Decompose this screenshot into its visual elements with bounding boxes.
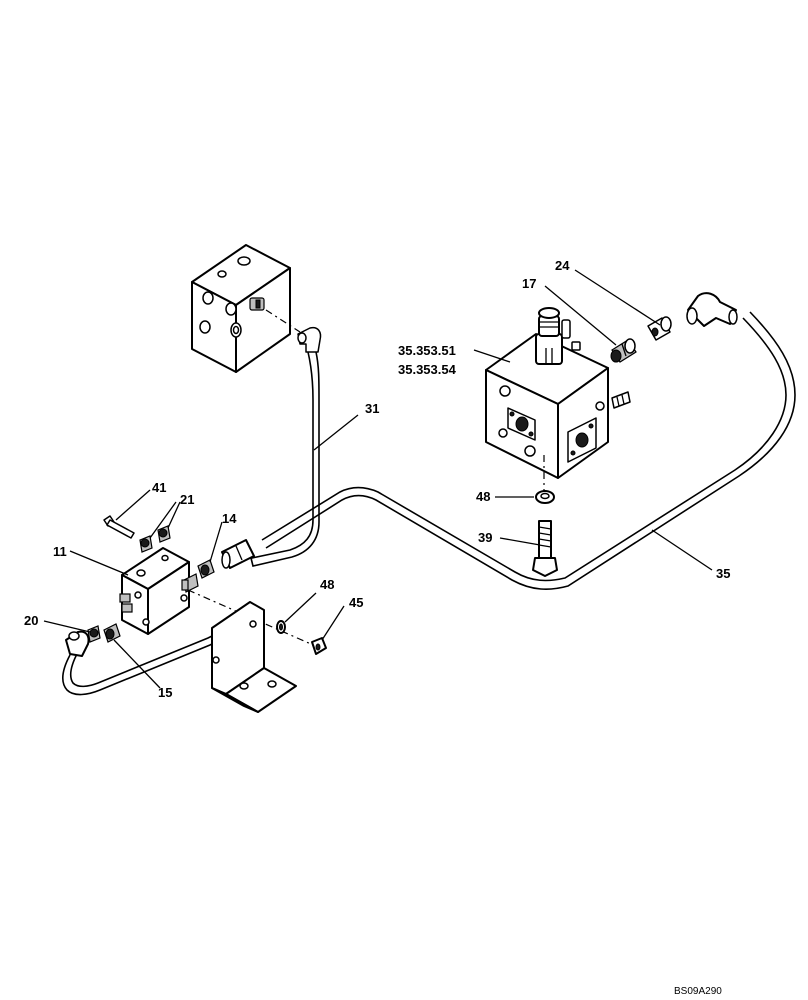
mounting-bracket xyxy=(211,601,297,713)
leader-lines xyxy=(43,269,713,689)
washer-48-upper xyxy=(535,490,555,504)
fitting-17 xyxy=(610,338,637,363)
callout-21: 21 xyxy=(180,492,194,507)
hose-31-end-fitting xyxy=(221,539,255,569)
upper-block-fitting xyxy=(249,297,265,311)
callout-31: 31 xyxy=(365,401,379,416)
callout-48-upper: 48 xyxy=(476,489,490,504)
callout-35-353-54: 35.353.54 xyxy=(398,362,457,377)
callout-15: 15 xyxy=(158,685,172,700)
valve-block-11 xyxy=(121,547,190,635)
callout-11: 11 xyxy=(53,544,67,559)
callout-45: 45 xyxy=(349,595,363,610)
hose-31 xyxy=(249,351,320,567)
fitting-21-b xyxy=(157,525,171,543)
hose-35 xyxy=(261,311,796,590)
elbow-fitting-24 xyxy=(686,292,738,327)
upper-elbow-fitting xyxy=(297,326,322,353)
callout-39: 39 xyxy=(478,530,492,545)
bolt-41 xyxy=(103,515,135,539)
bolt-39 xyxy=(532,520,558,577)
callout-24: 24 xyxy=(555,258,570,273)
callout-35-353-51: 35.353.51 xyxy=(398,343,456,358)
valve-top-sensor xyxy=(535,307,571,365)
fitting-15 xyxy=(103,623,121,643)
valve-side-barb xyxy=(611,391,631,409)
nut-45 xyxy=(311,637,327,655)
fitting-14 xyxy=(197,559,215,579)
callout-20: 20 xyxy=(24,613,38,628)
callout-14: 14 xyxy=(222,511,237,526)
fitting-24 xyxy=(647,316,672,341)
block-11-side-ports xyxy=(119,579,189,613)
upper-valve-block xyxy=(191,244,291,373)
hose-20 xyxy=(61,625,237,696)
main-valve-block xyxy=(485,333,631,479)
callout-48-lower: 48 xyxy=(320,577,334,592)
washer-48-lower xyxy=(276,620,286,634)
elbow-fitting-20 xyxy=(65,630,90,657)
fitting-20 xyxy=(87,625,101,643)
drawing-reference: BS09A290 xyxy=(674,986,722,997)
callout-41: 41 xyxy=(152,480,166,495)
callout-35: 35 xyxy=(716,566,730,581)
valve-front-flange xyxy=(507,407,536,441)
callout-17: 17 xyxy=(522,276,536,291)
valve-top-port-fitting xyxy=(571,341,581,351)
fitting-21-a xyxy=(139,535,153,553)
valve-side-flange xyxy=(567,417,597,463)
